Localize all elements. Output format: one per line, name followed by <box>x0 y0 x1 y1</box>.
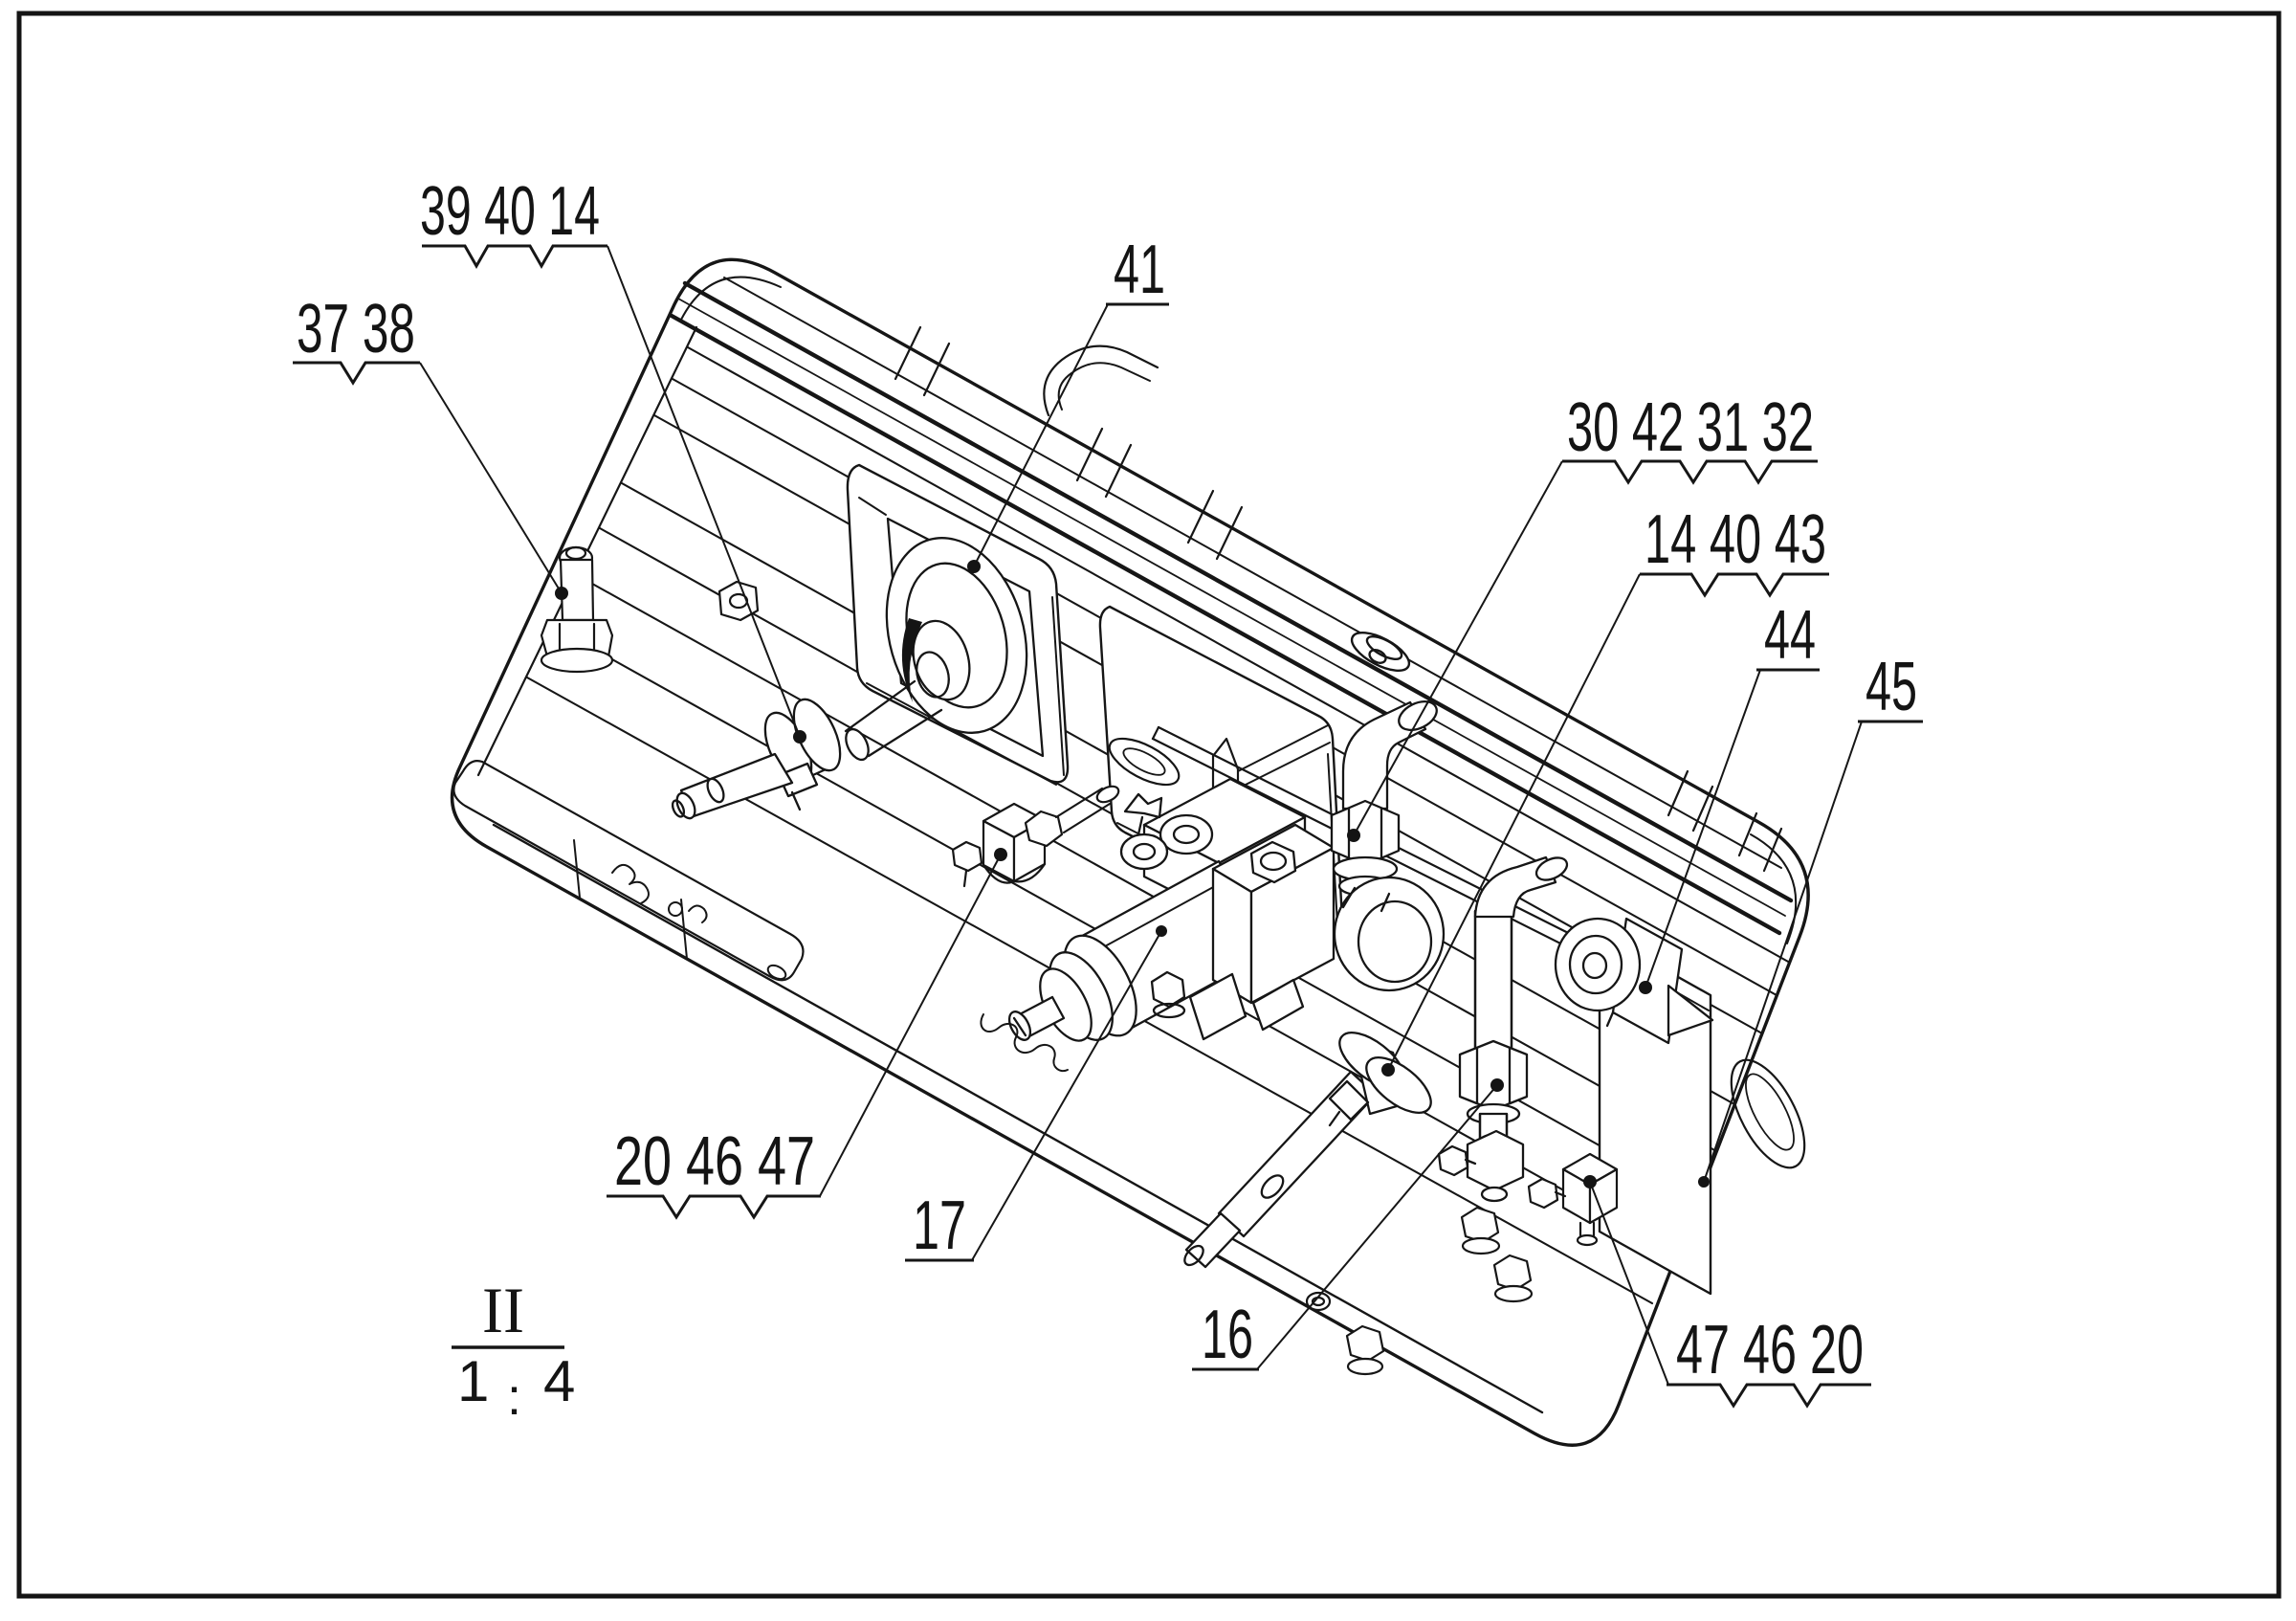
scale-separator: : <box>507 1368 521 1426</box>
part-pump-17 <box>980 777 1336 1073</box>
leader-41 <box>973 303 1109 567</box>
part-block-47-46-20 <box>1527 1152 1619 1247</box>
lower-tray <box>453 760 805 982</box>
band-oval-slot <box>1350 631 1411 673</box>
leader-37-38 <box>419 362 563 594</box>
leader-lines <box>419 245 1863 1386</box>
callout-14-40-43: 14 40 43 <box>1645 501 1826 578</box>
leader-47-46-20 <box>1589 1181 1669 1386</box>
part-bearing-44 <box>1554 917 1714 1045</box>
hex-bolts-lower-right <box>1460 1206 1534 1303</box>
callout-16: 16 <box>1202 1297 1253 1373</box>
scale-denominator: 4 <box>543 1349 575 1413</box>
part-elbow-pipe-30-42-31-32 <box>1330 699 1446 992</box>
callout-45: 45 <box>1866 649 1917 725</box>
callout-44: 44 <box>1764 597 1816 674</box>
callout-47-46-20: 47 46 20 <box>1676 1312 1864 1388</box>
view-label: II <box>482 1274 524 1346</box>
top-face-slits <box>894 325 1783 873</box>
sheet-border <box>16 11 2282 1599</box>
leader-45 <box>1703 721 1863 1183</box>
leader-14-40-43 <box>1387 573 1641 1071</box>
callout-17: 17 <box>913 1188 966 1264</box>
hex-bolts-bottom-center <box>1305 1291 1385 1376</box>
callout-39-40-14: 39 40 14 <box>420 173 600 250</box>
callout-labels: 39 40 14 37 38 41 30 42 31 32 14 40 43 4… <box>297 173 1917 1388</box>
callout-41: 41 <box>1114 232 1165 308</box>
hex-nut-on-panel <box>718 580 760 622</box>
callout-30-42-31-32: 30 42 31 32 <box>1567 389 1814 466</box>
callout-37-38: 37 38 <box>297 291 415 367</box>
leader-dots <box>555 560 1710 1188</box>
leader-16 <box>1256 1084 1498 1370</box>
leader-44 <box>1645 669 1761 988</box>
right-end-slot <box>1730 1058 1806 1169</box>
part-pipe-clamp-39-40-14 <box>671 679 943 820</box>
leader-20-46-47 <box>819 854 1002 1197</box>
leader-39-40-14 <box>607 245 801 738</box>
callout-20-46-47: 20 46 47 <box>614 1123 815 1200</box>
scale-numerator: 1 <box>457 1349 489 1413</box>
part-grease-fitting-37-38 <box>540 545 614 674</box>
leader-30-42-31-32 <box>1353 460 1563 836</box>
view-scale-label: II 1 : 4 <box>452 1274 575 1426</box>
part-solenoid-valve-20-46-47 <box>951 785 1120 888</box>
part-check-valve-16 <box>1437 855 1569 1203</box>
callout-underlines <box>293 244 1923 1409</box>
leader-17 <box>971 930 1162 1261</box>
part-flange-41 <box>885 517 1045 758</box>
